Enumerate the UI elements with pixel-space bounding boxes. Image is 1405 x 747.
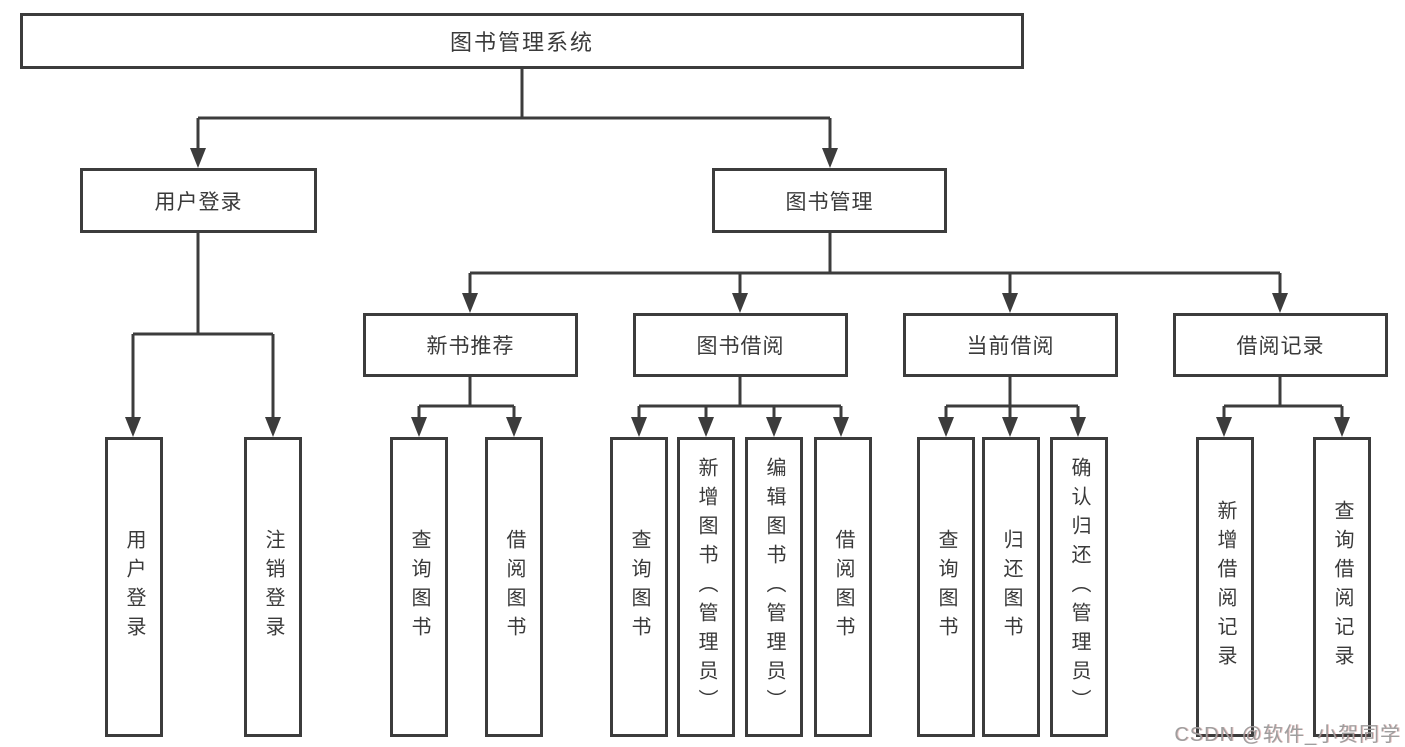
leaf-query-borrow-record: 查询借阅记录 xyxy=(1313,437,1371,737)
leaf-borrow-books: 借阅图书 xyxy=(814,437,872,737)
leaf-user-login: 用户登录 xyxy=(105,437,163,737)
leaf-borrow-books-recommend: 借阅图书 xyxy=(485,437,543,737)
node-book-management: 图书管理 xyxy=(712,168,947,233)
leaf-logout: 注销登录 xyxy=(244,437,302,737)
leaf-add-borrow-record: 新增借阅记录 xyxy=(1196,437,1254,737)
node-user-login: 用户登录 xyxy=(80,168,317,233)
leaf-query-books-borrow: 查询图书 xyxy=(610,437,668,737)
csdn-watermark: CSDN @软件_小贺同学 xyxy=(1174,724,1401,746)
leaf-query-books-current: 查询图书 xyxy=(917,437,975,737)
node-book-borrow: 图书借阅 xyxy=(633,313,848,377)
leaf-confirm-return-admin: 确认归还（管理员） xyxy=(1050,437,1108,737)
node-current-borrow: 当前借阅 xyxy=(903,313,1118,377)
leaf-add-books-admin: 新增图书（管理员） xyxy=(677,437,735,737)
node-new-book-recommend: 新书推荐 xyxy=(363,313,578,377)
leaf-return-books: 归还图书 xyxy=(982,437,1040,737)
node-root-system: 图书管理系统 xyxy=(20,13,1024,69)
leaf-query-books-recommend: 查询图书 xyxy=(390,437,448,737)
leaf-edit-books-admin: 编辑图书（管理员） xyxy=(745,437,803,737)
node-borrow-records: 借阅记录 xyxy=(1173,313,1388,377)
